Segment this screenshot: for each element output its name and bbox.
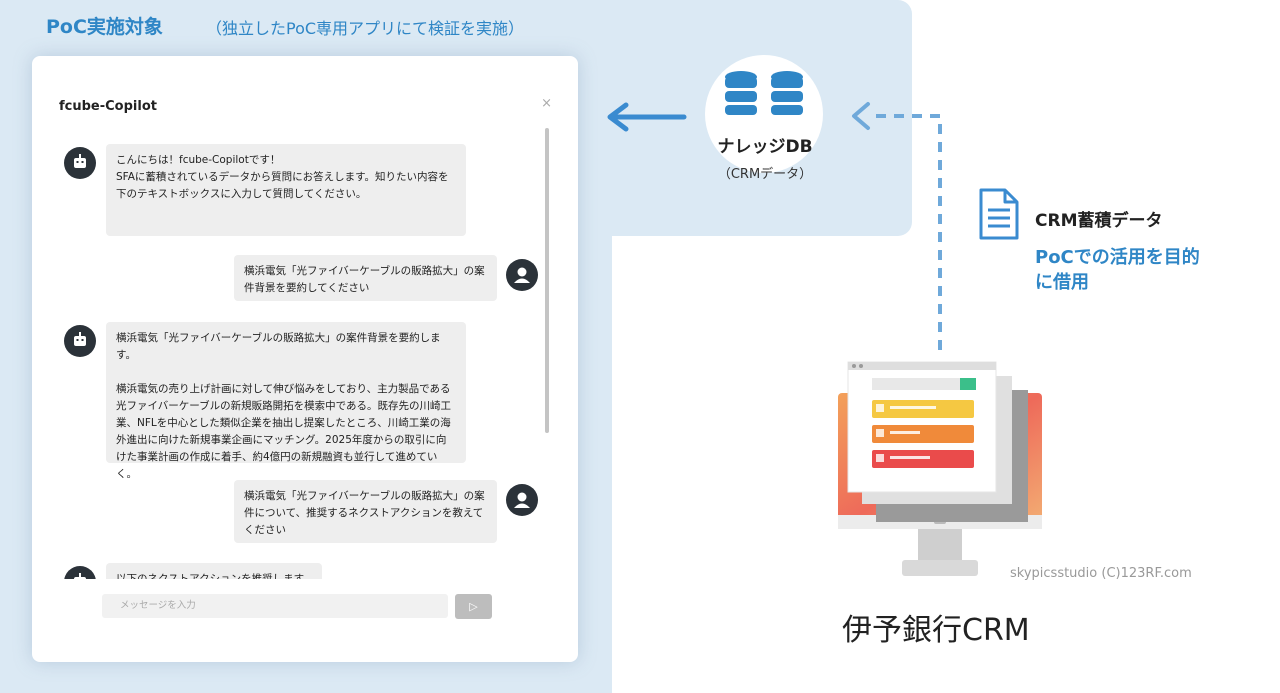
image-credit: skypicsstudio (C)123RF.com bbox=[1010, 566, 1192, 581]
chat-window: fcube-Copilot × こんにちは！fcube-Copilotです！ S… bbox=[32, 56, 578, 662]
bot-avatar-icon bbox=[64, 147, 96, 179]
crm-data-label: CRM蓄積データ bbox=[1035, 211, 1163, 231]
crm-monitor-illustration bbox=[838, 361, 1042, 576]
arrow-left-icon bbox=[607, 102, 687, 132]
chat-app-title: fcube-Copilot bbox=[59, 99, 157, 114]
bot-avatar-icon bbox=[64, 566, 96, 579]
poc-title: PoC実施対象 bbox=[46, 16, 163, 38]
send-button[interactable]: ▷ bbox=[455, 594, 492, 619]
close-icon[interactable]: × bbox=[541, 96, 552, 111]
user-message: 横浜電気「光ファイバーケーブルの販路拡大」の案件について、推奨するネクストアクシ… bbox=[234, 480, 497, 543]
user-avatar-icon bbox=[506, 484, 538, 516]
document-icon bbox=[979, 188, 1019, 240]
message-input[interactable]: メッセージを入力 bbox=[102, 594, 448, 618]
crm-system-name: 伊予銀行CRM bbox=[842, 613, 1030, 648]
user-avatar-icon bbox=[506, 259, 538, 291]
knowledge-db-label: ナレッジDB bbox=[717, 137, 813, 157]
dashed-flow-arrow-icon bbox=[852, 102, 942, 350]
bot-message: こんにちは！fcube-Copilotです！ SFAに蓄積されているデータから質… bbox=[106, 144, 466, 236]
user-message: 横浜電気「光ファイバーケーブルの販路拡大」の案件背景を要約してください bbox=[234, 255, 497, 301]
bot-message: 横浜電気「光ファイバーケーブルの販路拡大」の案件背景を要約します。 横浜電気の売… bbox=[106, 322, 466, 480]
database-icon bbox=[725, 71, 803, 115]
chat-scrollbar[interactable] bbox=[545, 128, 549, 433]
bot-message: 以下のネクストアクションを推奨します bbox=[106, 563, 322, 579]
chat-message-list: こんにちは！fcube-Copilotです！ SFAに蓄積されているデータから質… bbox=[32, 136, 578, 579]
crm-usage-note: PoCでの活用を目的に借用 bbox=[1035, 247, 1200, 293]
knowledge-db-sublabel: （CRMデータ） bbox=[717, 167, 813, 182]
bot-avatar-icon bbox=[64, 325, 96, 357]
poc-subtitle: （独立したPoC専用アプリにて検証を実施） bbox=[206, 19, 525, 38]
knowledge-db-node bbox=[705, 55, 823, 173]
